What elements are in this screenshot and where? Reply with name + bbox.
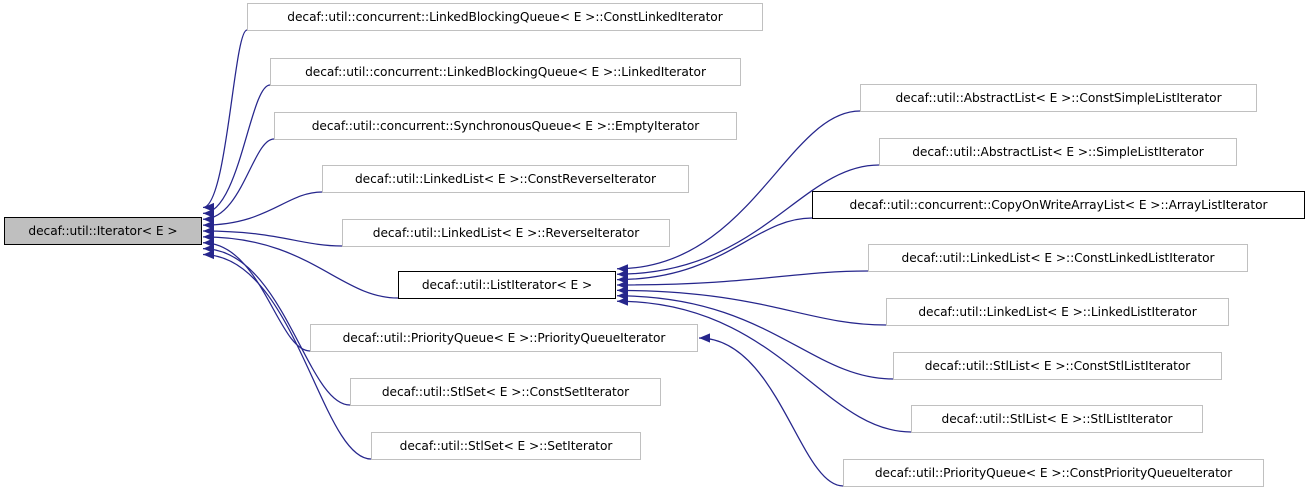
node-pq-const-priority-queue-iterator[interactable]: decaf::util::PriorityQueue< E >::ConstPr… <box>843 459 1264 487</box>
node-ll-linked-list-iterator[interactable]: decaf::util::LinkedList< E >::LinkedList… <box>886 298 1229 326</box>
node-lbq-linked-iterator[interactable]: decaf::util::concurrent::LinkedBlockingQ… <box>270 58 741 86</box>
node-pq-iterator[interactable]: decaf::util::PriorityQueue< E >::Priorit… <box>310 324 698 352</box>
node-iterator[interactable]: decaf::util::Iterator< E > <box>4 217 202 245</box>
node-lbq-const-linked-iterator[interactable]: decaf::util::concurrent::LinkedBlockingQ… <box>247 3 763 31</box>
edges <box>202 29 912 487</box>
node-sq-empty-iterator[interactable]: decaf::util::concurrent::SynchronousQueu… <box>274 112 737 140</box>
node-al-const-simple-list-iterator[interactable]: decaf::util::AbstractList< E >::ConstSim… <box>860 84 1257 112</box>
node-ll-reverse-iterator[interactable]: decaf::util::LinkedList< E >::ReverseIte… <box>342 219 670 247</box>
node-stlset-set-iterator[interactable]: decaf::util::StlSet< E >::SetIterator <box>371 432 641 460</box>
node-stlset-const-set-iterator[interactable]: decaf::util::StlSet< E >::ConstSetIterat… <box>350 378 661 406</box>
node-al-simple-list-iterator[interactable]: decaf::util::AbstractList< E >::SimpleLi… <box>879 138 1237 166</box>
node-list-iterator[interactable]: decaf::util::ListIterator< E > <box>398 271 616 299</box>
node-ll-const-linked-list-iterator[interactable]: decaf::util::LinkedList< E >::ConstLinke… <box>868 244 1248 272</box>
node-ll-const-reverse-iterator[interactable]: decaf::util::LinkedList< E >::ConstRever… <box>322 165 689 193</box>
node-stllist-stl-list-iterator[interactable]: decaf::util::StlList< E >::StlListIterat… <box>911 405 1203 433</box>
node-stllist-const-stl-list-iterator[interactable]: decaf::util::StlList< E >::ConstStlListI… <box>893 352 1222 380</box>
node-cowal-array-list-iterator[interactable]: decaf::util::concurrent::CopyOnWriteArra… <box>812 191 1305 219</box>
